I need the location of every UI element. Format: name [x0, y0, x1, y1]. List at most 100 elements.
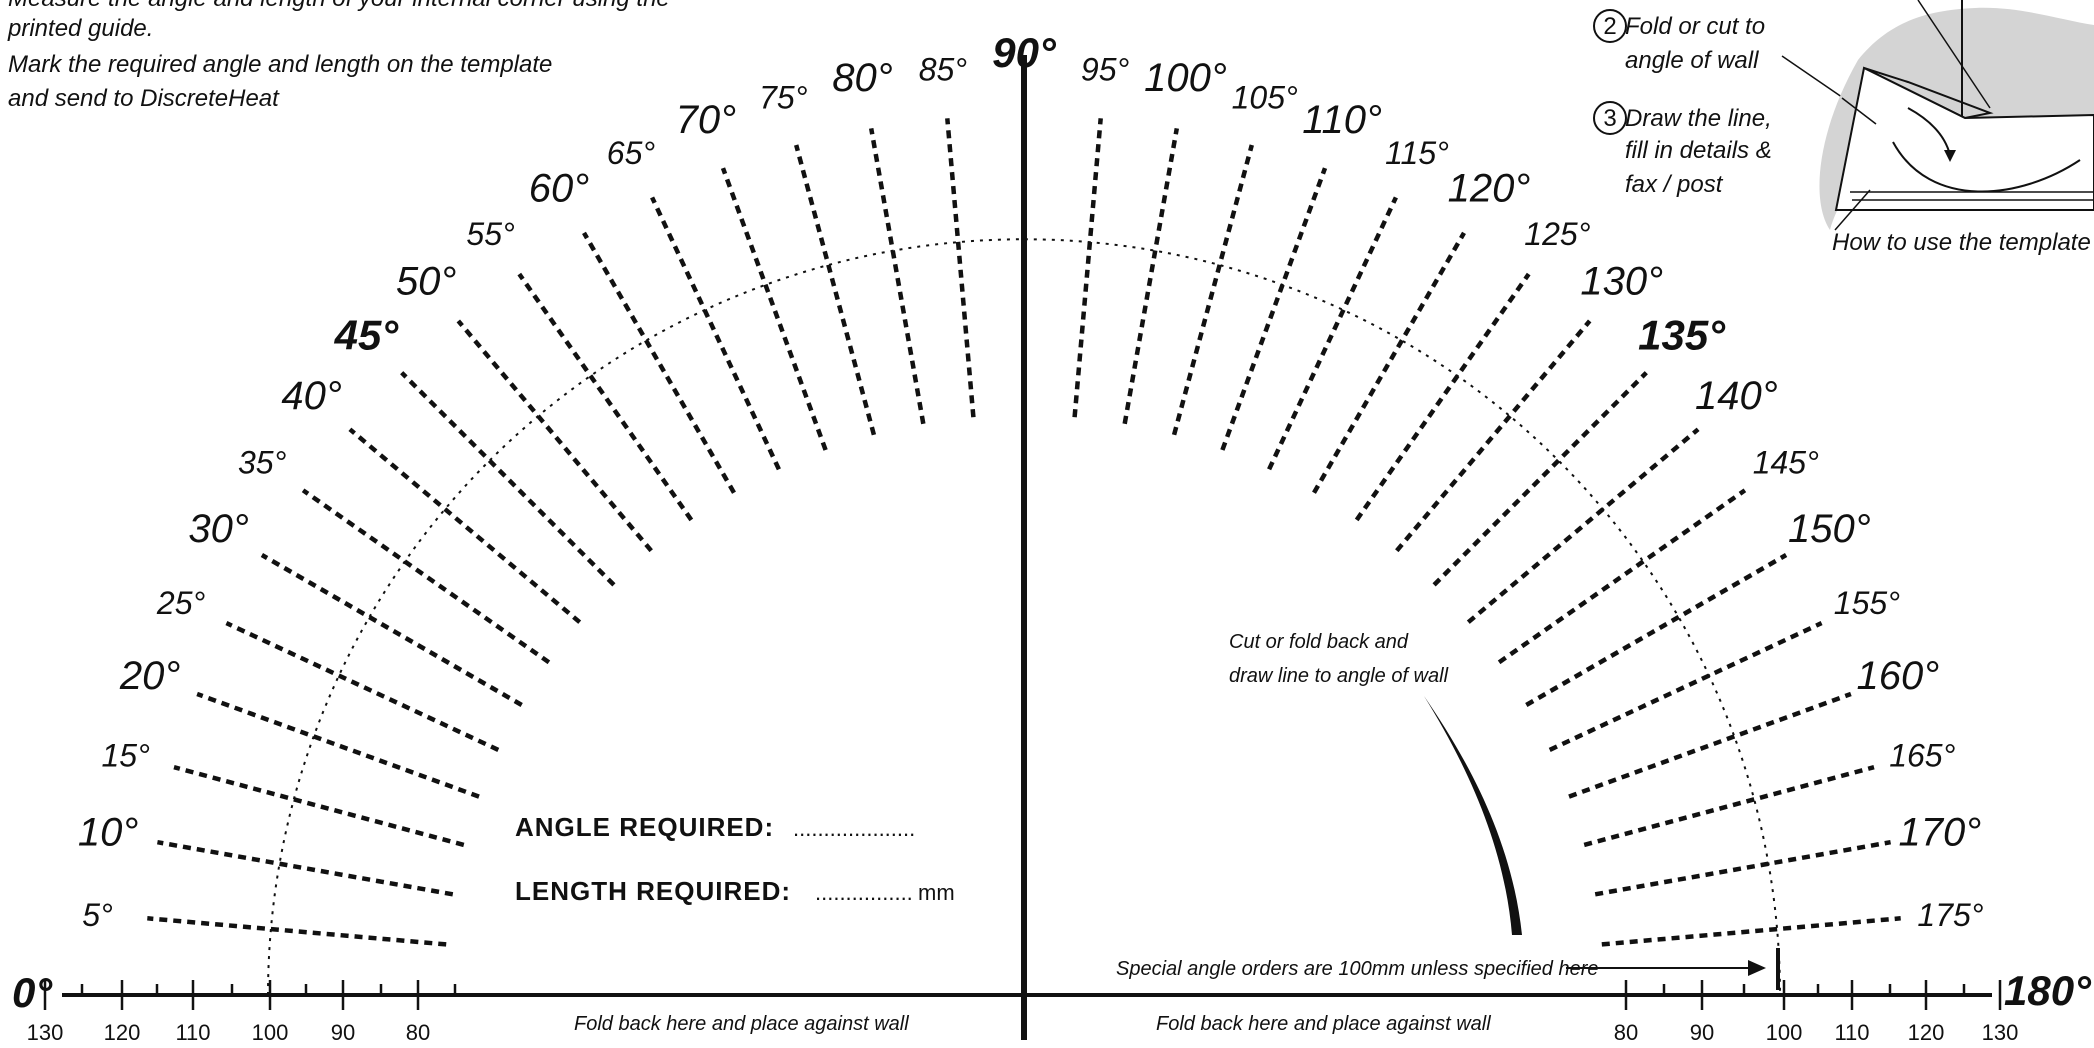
angle-label-120: 120°: [1448, 167, 1531, 211]
angle-line-100: [1122, 128, 1180, 425]
instruction-line-1: Measure the angle and length of your int…: [8, 0, 670, 12]
angle-label-155: 155°: [1834, 585, 1900, 621]
arrow-head: [1944, 150, 1956, 162]
length-unit: mm: [918, 880, 955, 905]
angle-label-130: 130°: [1580, 260, 1663, 304]
angle-label-105: 105°: [1232, 80, 1298, 116]
illustration-caption: How to use the template: [1832, 229, 2091, 256]
angle-line-155: [1548, 621, 1823, 752]
angle-label-170: 170°: [1899, 811, 1982, 855]
length-required-field[interactable]: ................: [815, 880, 913, 905]
angle-label-160: 160°: [1857, 654, 1940, 698]
angle-line-175: [1601, 916, 1901, 947]
angle-line-70: [720, 167, 828, 451]
angle-line-140: [1466, 427, 1700, 624]
angle-label-40: 40°: [281, 374, 342, 418]
scale-left-130: 130: [27, 1020, 64, 1045]
angle-label-60: 60°: [529, 167, 590, 211]
angle-line-5: [147, 916, 447, 947]
angle-line-85: [945, 118, 976, 418]
step-3-circle: [1593, 101, 1627, 135]
pointer-line-bottom: [1834, 189, 1871, 231]
template-arc: [1892, 141, 2081, 193]
angle-line-110: [1220, 167, 1328, 451]
angle-line-30: [260, 553, 523, 707]
angle-label-115: 115°: [1385, 135, 1449, 171]
angle-line-160: [1568, 691, 1852, 799]
angle-label-145: 145°: [1753, 445, 1819, 481]
angle-label-135: 135°: [1638, 311, 1726, 358]
angle-line-130: [1395, 319, 1592, 553]
angle-line-170: [1594, 839, 1891, 897]
angle-label-25: 25°: [156, 585, 206, 621]
scale-left-90: 90: [331, 1020, 355, 1045]
angle-label-70: 70°: [676, 98, 737, 142]
scale-right-90: 90: [1690, 1020, 1714, 1045]
angle-label-100: 100°: [1144, 56, 1227, 100]
angle-line-125: [1354, 272, 1531, 522]
step-3-line-2: fill in details &: [1625, 137, 1772, 164]
step-3-line-3: fax / post: [1625, 171, 1724, 198]
angle-label-65: 65°: [607, 135, 656, 171]
angle-label-15: 15°: [102, 737, 151, 773]
angle-label-85: 85°: [919, 52, 968, 88]
angle-line-165: [1583, 765, 1875, 848]
angle-labels: 5°10°15°20°25°30°35°40°45°50°55°60°65°70…: [78, 29, 1984, 933]
angle-lines: [147, 118, 1901, 947]
angle-line-20: [196, 691, 480, 799]
step-2-number: 2: [1603, 13, 1616, 40]
cut-note-line-2: draw line to angle of wall: [1229, 665, 1449, 687]
baseline-label-0: 0°: [12, 969, 53, 1016]
angle-label-35: 35°: [238, 445, 287, 481]
step-3-number: 3: [1603, 105, 1616, 132]
template-sheet: [1834, 66, 2094, 211]
steps: 2 Fold or cut to angle of wall 3 Draw th…: [1593, 9, 1891, 198]
cut-note-line-1: Cut or fold back and: [1229, 631, 1409, 653]
angle-line-75: [794, 144, 877, 436]
angle-line-135: [1432, 371, 1648, 587]
instruction-line-2: printed guide.: [7, 15, 153, 42]
angle-label-165: 165°: [1889, 737, 1955, 773]
arrow-curve: [1907, 107, 1951, 156]
instruction-line-3: Mark the required angle and length on th…: [8, 51, 552, 78]
fold-note-right: Fold back here and place against wall: [1156, 1013, 1491, 1035]
step-2-line-1: Fold or cut to: [1625, 13, 1765, 40]
angle-line-10: [157, 839, 454, 897]
angle-label-20: 20°: [119, 654, 181, 698]
angle-required-label: ANGLE REQUIRED:: [515, 812, 774, 842]
angle-label-55: 55°: [466, 216, 515, 252]
scale-right-110: 110: [1834, 1020, 1869, 1045]
angle-line-150: [1525, 553, 1788, 707]
angle-required-field[interactable]: ....................: [793, 816, 915, 841]
special-note-arrow-head: [1748, 960, 1766, 976]
angle-line-120: [1312, 231, 1466, 494]
scale-left: 130 120 110 100 90 80: [27, 1020, 431, 1045]
angle-line-55: [517, 272, 694, 522]
special-note: Special angle orders are 100mm unless sp…: [1116, 958, 1599, 980]
angle-label-50: 50°: [396, 260, 457, 304]
pointer-line-top: [1917, 0, 1991, 109]
baseline-label-180: 180°: [2004, 967, 2092, 1014]
angle-label-10: 10°: [78, 811, 139, 855]
angle-label-5: 5°: [82, 897, 113, 933]
angle-line-80: [868, 128, 926, 425]
scale-right-100: 100: [1766, 1020, 1803, 1045]
scale-right-80: 80: [1614, 1020, 1638, 1045]
scale-right-130: 130: [1982, 1020, 2019, 1045]
scale-right-120: 120: [1908, 1020, 1945, 1045]
pointer-line-left: [1841, 97, 1877, 125]
angle-line-60: [582, 231, 736, 494]
angle-label-30: 30°: [188, 507, 249, 551]
scale-ticks: [43, 980, 2002, 1010]
angle-line-115: [1267, 196, 1398, 471]
step-3-line-1: Draw the line,: [1625, 105, 1772, 132]
angle-label-125: 125°: [1524, 216, 1590, 252]
angle-line-25: [225, 621, 500, 752]
angle-label-150: 150°: [1788, 507, 1871, 551]
fold-note-left: Fold back here and place against wall: [574, 1013, 909, 1035]
angle-label-75: 75°: [759, 80, 808, 116]
angle-label-140: 140°: [1695, 374, 1778, 418]
scale-left-120: 120: [104, 1020, 141, 1045]
angle-line-15: [173, 765, 465, 848]
